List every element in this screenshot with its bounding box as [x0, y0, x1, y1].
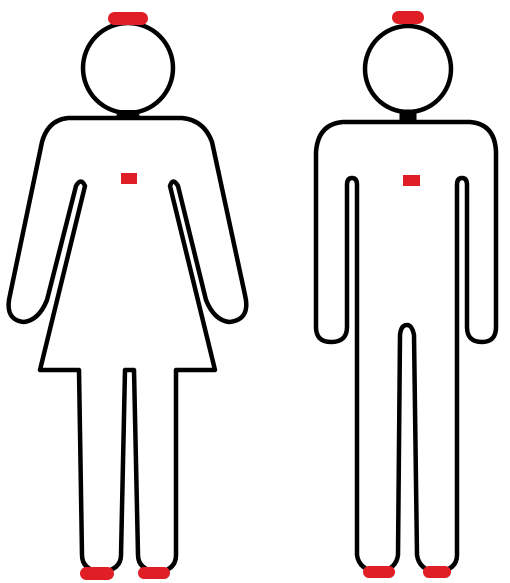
female-chest-marker — [121, 173, 137, 184]
male-chest-marker — [403, 175, 420, 186]
female-left-foot-marker — [80, 567, 114, 580]
male-figure — [316, 26, 496, 572]
male-left-foot-marker — [363, 566, 395, 578]
male-head — [365, 26, 451, 112]
female-head — [83, 23, 173, 113]
female-head-top-marker — [108, 12, 148, 25]
female-right-foot-marker — [138, 567, 170, 579]
male-head-top-marker — [392, 11, 424, 24]
male-right-foot-marker — [423, 566, 451, 578]
female-figure — [9, 23, 247, 572]
female-body-outline — [9, 118, 247, 572]
male-body-outline — [316, 122, 496, 572]
